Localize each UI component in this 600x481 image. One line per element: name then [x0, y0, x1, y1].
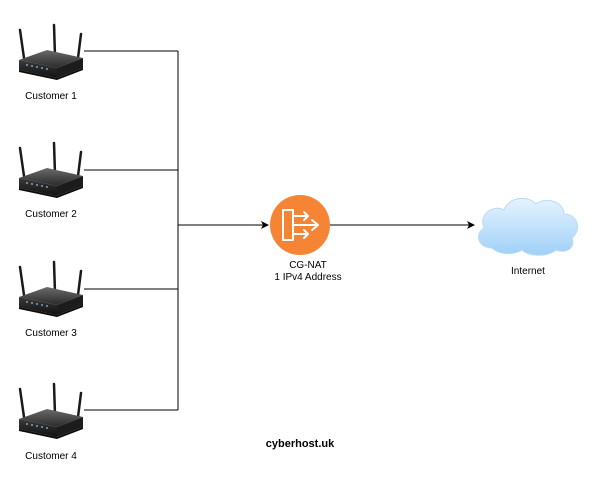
customer-label: Customer 4: [25, 451, 77, 462]
nat-subtitle: 1 IPv4 Address: [274, 272, 342, 283]
internet-label: Internet: [511, 266, 545, 277]
router-icon: [18, 260, 83, 317]
customer-label: Customer 1: [25, 91, 77, 102]
nat-label: CG-NAT 1 IPv4 Address: [248, 260, 368, 284]
router-icon: [18, 382, 83, 439]
cloud-icon: [477, 197, 579, 256]
router-icon: [18, 23, 83, 80]
nat-gateway-icon: [270, 195, 330, 255]
brand-label: cyberhost.uk: [265, 438, 335, 450]
router-connectors: [84, 50, 179, 411]
customer-label: Customer 2: [25, 209, 77, 220]
customer-label: Customer 3: [25, 328, 77, 339]
nat-title: CG-NAT: [289, 260, 327, 271]
router-icon: [18, 141, 83, 198]
